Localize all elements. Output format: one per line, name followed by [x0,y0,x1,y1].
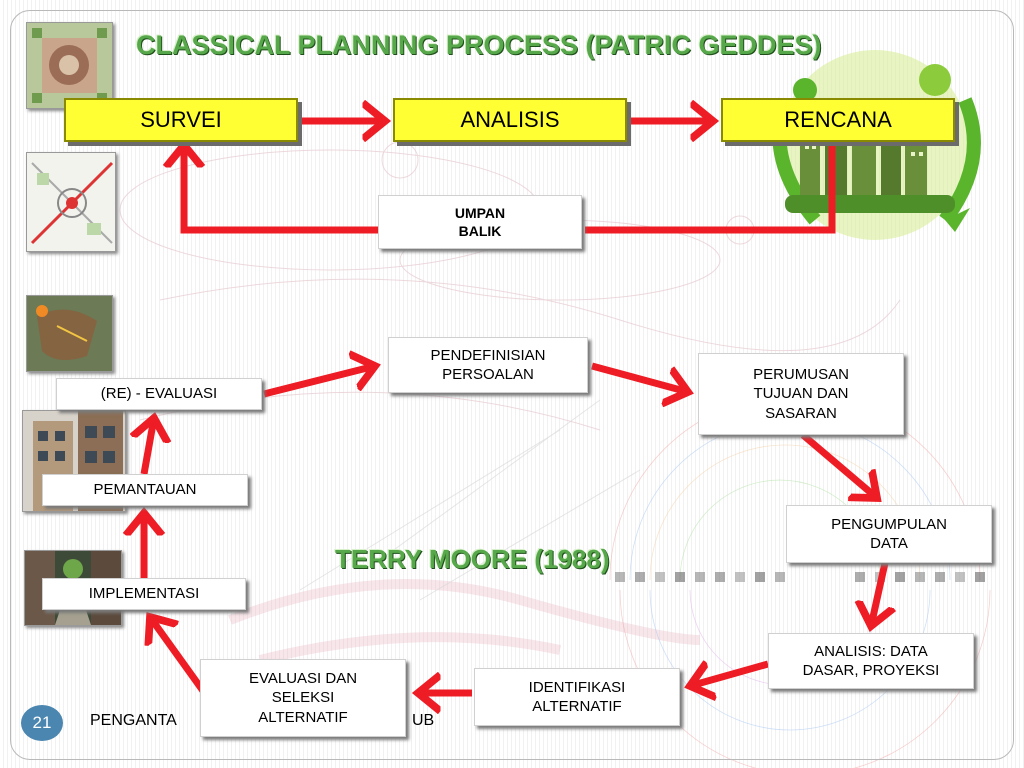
footer-left-text: PENGANTA [90,712,177,729]
pemantauan-box: PEMANTAUAN [42,474,248,506]
pengumpulan-line-1: PENGUMPULAN [831,515,947,533]
implementasi-box: IMPLEMENTASI [42,578,246,610]
umpan-balik-line-1: UMPAN [454,204,506,221]
re-evaluasi-box: (RE) - EVALUASI [56,378,262,410]
identifikasi-alternatif-box: IDENTIFIKASI ALTERNATIF [474,668,680,726]
slide-number: 21 [21,705,63,741]
analisis-data-line-2: DASAR, PROYEKSI [802,662,940,679]
evaluasi-seleksi-line-1: EVALUASI DAN [248,669,358,687]
slide-title: CLASSICAL PLANNING PROCESS (PATRIC GEDDE… [136,30,822,60]
pendefinisian-line-2: PERSOALAN [442,366,534,383]
perumusan-line-3: SASARAN [765,404,837,422]
moore-title: TERRY MOORE (1988) [335,544,610,574]
rencana-box: RENCANA [721,98,955,142]
umpan-balik-box: UMPAN BALIK [378,195,582,249]
perumusan-line-2: TUJUAN DAN [753,385,849,403]
pendefinisian-persoalan-box: PENDEFINISIAN PERSOALAN [388,337,588,393]
identifikasi-line-2: ALTERNATIF [532,698,622,715]
pengumpulan-line-2: DATA [870,535,908,552]
perumusan-tujuan-box: PERUMUSAN TUJUAN DAN SASARAN [698,353,904,435]
plaza-thumbnail [26,22,113,109]
evaluasi-seleksi-line-3: ALTERNATIF [258,708,348,726]
eco-city-illustration [772,50,981,240]
aerial-map-thumbnail [26,295,113,372]
analisis-box: ANALISIS [393,98,627,142]
pengumpulan-data-box: PENGUMPULAN DATA [786,505,992,563]
analisis-data-line-1: ANALISIS: DATA [814,642,928,660]
umpan-balik-line-2: BALIK [458,223,502,239]
pendefinisian-line-1: PENDEFINISIAN [430,346,546,364]
survei-box: SURVEI [64,98,298,142]
evaluasi-seleksi-line-2: SELEKSI [271,689,335,707]
perumusan-line-1: PERUMUSAN [753,365,849,383]
evaluasi-seleksi-box: EVALUASI DAN SELEKSI ALTERNATIF [200,659,406,737]
footer-right-text: UB [412,712,435,729]
analisis-data-box: ANALISIS: DATA DASAR, PROYEKSI [768,633,974,689]
identifikasi-line-1: IDENTIFIKASI [528,678,626,696]
city-map-thumbnail [26,152,116,252]
